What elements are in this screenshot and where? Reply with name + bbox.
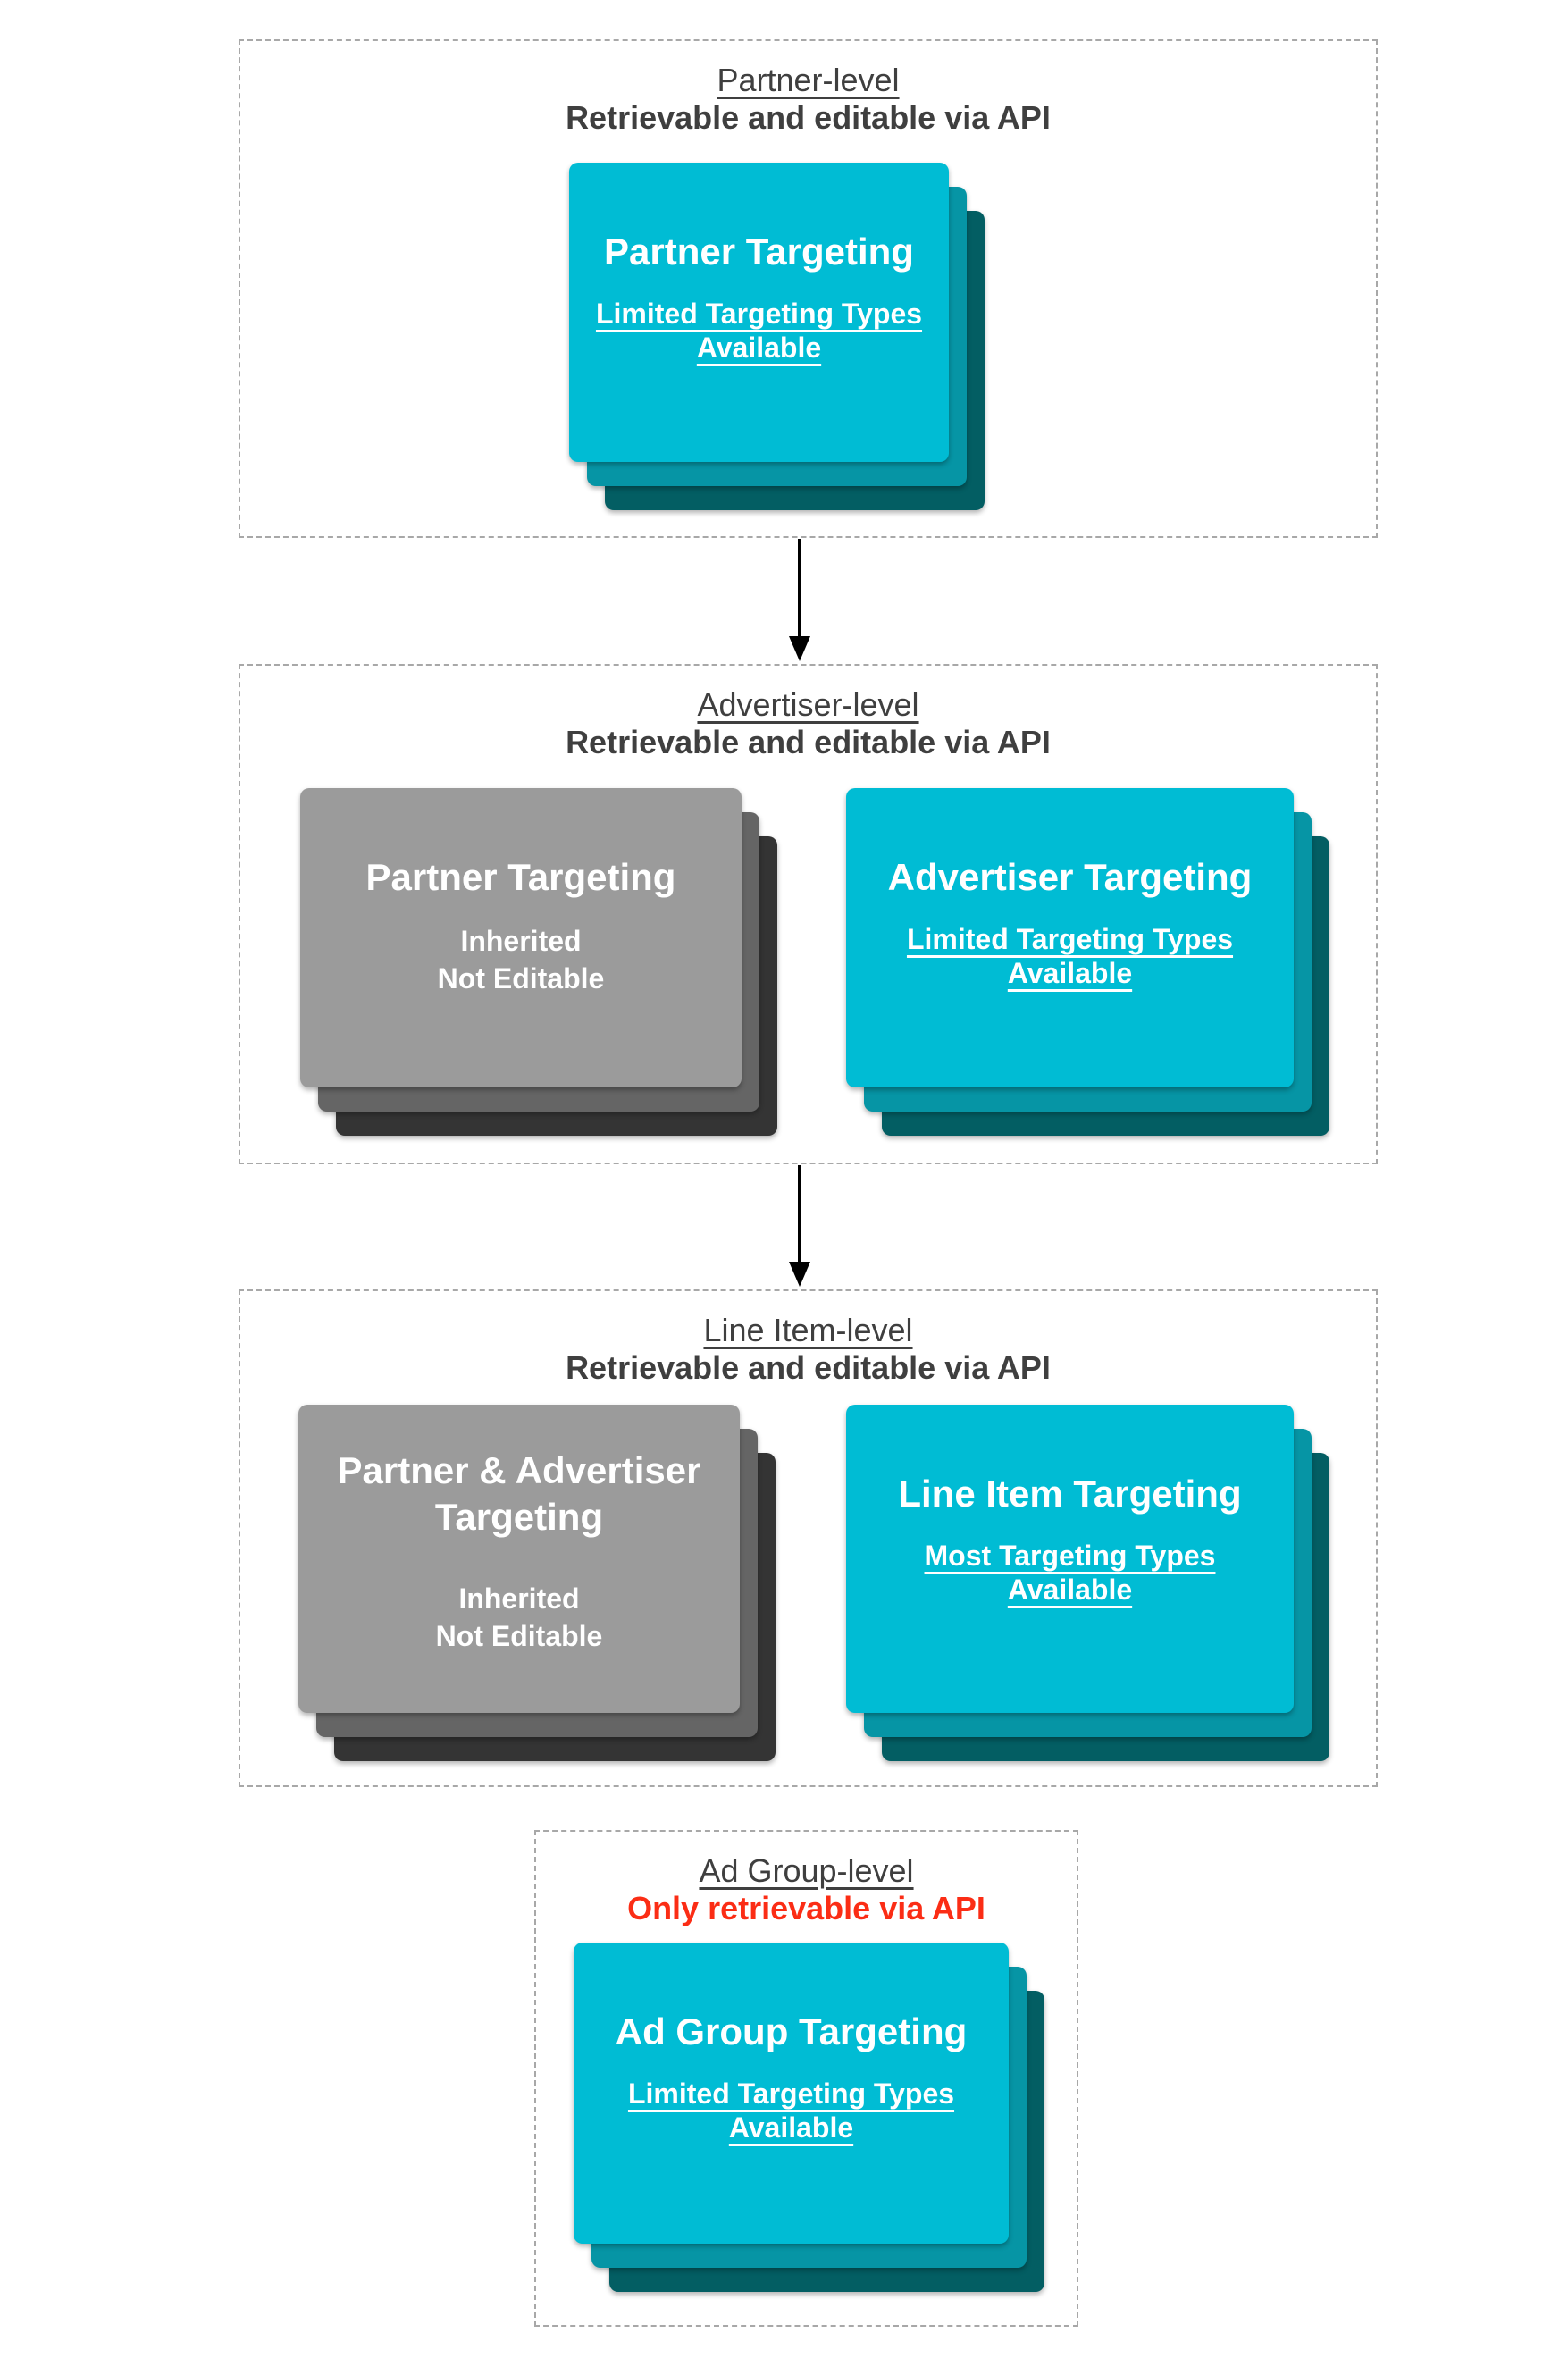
card-body-line: Limited Targeting Types — [595, 298, 923, 330]
card-body-line: Most Targeting Types — [924, 1540, 1216, 1572]
card-body: Inherited Not Editable — [298, 1580, 740, 1655]
arrow-line — [798, 1165, 801, 1263]
card-body-line: Inherited — [460, 925, 582, 957]
inherited-partner-advertiser-targeting-card: Partner & Advertiser Targeting Inherited… — [298, 1405, 740, 1713]
ad-group-level-title: Ad Group-level — [536, 1851, 1077, 1891]
partner-targeting-card-stack: Partner Targeting Limited Targeting Type… — [569, 163, 985, 510]
card-title: Partner Targeting — [365, 856, 676, 898]
ad-group-level-subtitle: Only retrievable via API — [627, 1890, 985, 1926]
partner-level-subtitle: Retrievable and editable via API — [566, 99, 1051, 136]
inherited-partner-targeting-card-stack: Partner Targeting Inherited Not Editable — [300, 788, 777, 1136]
partner-targeting-card: Partner Targeting Limited Targeting Type… — [569, 163, 949, 462]
advertiser-level-title-text: Advertiser-level — [697, 686, 919, 723]
card-body: Most Targeting Types Available — [846, 1539, 1294, 1607]
card-title-line: Targeting — [434, 1496, 604, 1538]
card-body: Limited Targeting Types Available — [569, 297, 949, 365]
card-body-line: Not Editable — [437, 962, 605, 995]
line-item-level-header: Line Item-level Retrievable and editable… — [240, 1291, 1376, 1386]
line-item-level-title: Line Item-level — [240, 1311, 1376, 1350]
ad-group-level-section: Ad Group-level Only retrievable via API … — [534, 1830, 1078, 2327]
line-item-level-section: Line Item-level Retrievable and editable… — [239, 1289, 1378, 1787]
advertiser-level-subtitle: Retrievable and editable via API — [566, 724, 1051, 760]
card-body-line: Not Editable — [435, 1620, 603, 1652]
card-body: Inherited Not Editable — [300, 922, 742, 997]
advertiser-level-section: Advertiser-level Retrievable and editabl… — [239, 664, 1378, 1164]
card-body-line: Available — [696, 332, 822, 364]
card-title: Partner & Advertiser Targeting — [298, 1448, 740, 1540]
card-title: Advertiser Targeting — [887, 856, 1253, 898]
arrow-down-icon — [789, 539, 810, 661]
card-body-line: Available — [1007, 957, 1133, 989]
card-body: Limited Targeting Types Available — [574, 2077, 1009, 2145]
line-item-targeting-card-stack: Line Item Targeting Most Targeting Types… — [846, 1405, 1329, 1761]
inherited-partner-advertiser-targeting-card-stack: Partner & Advertiser Targeting Inherited… — [298, 1405, 776, 1761]
arrow-head — [789, 636, 810, 661]
partner-level-header: Partner-level Retrievable and editable v… — [240, 41, 1376, 136]
line-item-level-title-text: Line Item-level — [703, 1312, 913, 1348]
advertiser-level-title: Advertiser-level — [240, 685, 1376, 725]
ad-group-targeting-card: Ad Group Targeting Limited Targeting Typ… — [574, 1943, 1009, 2244]
card-body-line: Available — [728, 2111, 854, 2144]
ad-group-level-title-text: Ad Group-level — [699, 1852, 914, 1889]
ad-group-level-header: Ad Group-level Only retrievable via API — [536, 1832, 1077, 1926]
arrow-head — [789, 1262, 810, 1287]
card-body-line: Available — [1007, 1574, 1133, 1606]
partner-level-title: Partner-level — [240, 61, 1376, 100]
card-title: Ad Group Targeting — [615, 2010, 968, 2052]
ad-group-targeting-card-stack: Ad Group Targeting Limited Targeting Typ… — [574, 1943, 1044, 2292]
line-item-targeting-card: Line Item Targeting Most Targeting Types… — [846, 1405, 1294, 1713]
advertiser-targeting-card-stack: Advertiser Targeting Limited Targeting T… — [846, 788, 1329, 1136]
partner-level-section: Partner-level Retrievable and editable v… — [239, 39, 1378, 538]
card-body: Limited Targeting Types Available — [846, 922, 1294, 990]
advertiser-level-header: Advertiser-level Retrievable and editabl… — [240, 666, 1376, 760]
card-title: Partner Targeting — [604, 231, 914, 273]
arrow-down-icon — [789, 1165, 810, 1287]
card-body-line: Inherited — [458, 1582, 580, 1615]
inherited-partner-targeting-card: Partner Targeting Inherited Not Editable — [300, 788, 742, 1087]
partner-level-title-text: Partner-level — [717, 62, 900, 98]
card-title: Line Item Targeting — [898, 1473, 1242, 1515]
arrow-line — [798, 539, 801, 637]
advertiser-targeting-card: Advertiser Targeting Limited Targeting T… — [846, 788, 1294, 1087]
line-item-level-subtitle: Retrievable and editable via API — [566, 1349, 1051, 1386]
card-body-line: Limited Targeting Types — [906, 923, 1234, 955]
card-title-line: Partner & Advertiser — [337, 1449, 701, 1491]
card-body-line: Limited Targeting Types — [627, 2077, 955, 2110]
